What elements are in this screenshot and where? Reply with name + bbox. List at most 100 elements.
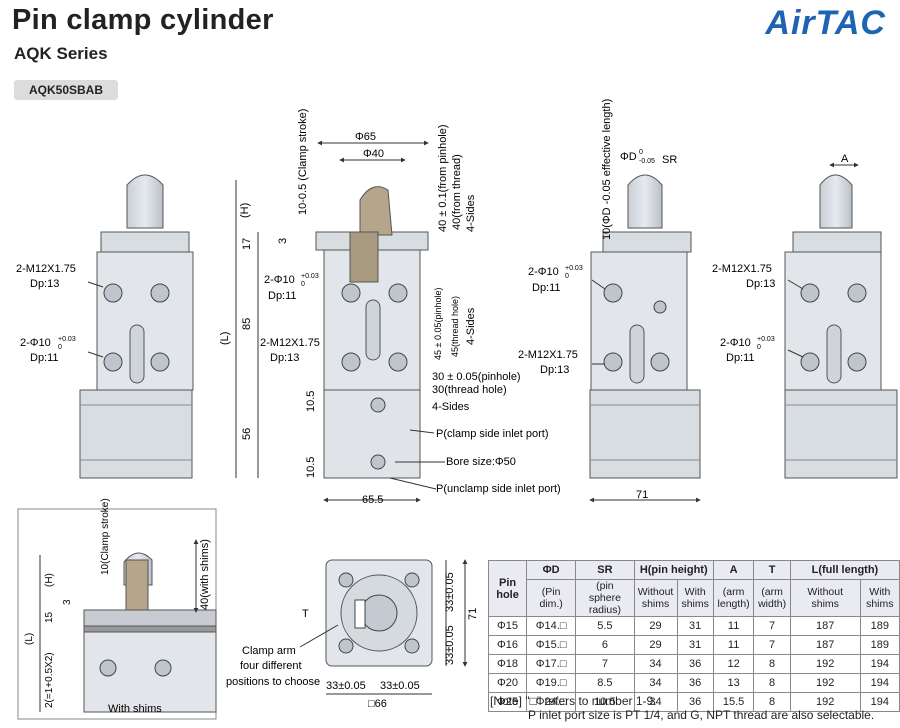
cell: 6 [575, 635, 635, 655]
v5-h: (H) [44, 573, 55, 587]
v2-p-clamp: P(clamp side inlet port) [436, 428, 549, 440]
cell: Φ16 [487, 635, 528, 655]
th-t: T [753, 560, 791, 580]
cell: 187 [789, 635, 861, 655]
cell: 29 [633, 635, 678, 655]
th-h-without: Without shims [633, 579, 678, 617]
v2-p-unclamp: P(unclamp side inlet port) [436, 483, 561, 495]
v6-clamp-note3: positions to choose [226, 676, 320, 688]
v6-clamp-note1: Clamp arm [242, 645, 296, 657]
v4-hole2-dp: Dp:11 [726, 352, 755, 364]
cell: 8 [753, 654, 791, 674]
cell: 194 [859, 673, 900, 693]
cell: 11 [712, 616, 755, 636]
cell: 36 [676, 673, 714, 693]
cell: 194 [859, 654, 900, 674]
v6-d33d: 33±0.05 [380, 680, 420, 692]
v2-d17: 17 [241, 238, 253, 250]
footnote: [Note] "□" refers to number 1-9. P inlet… [490, 694, 874, 722]
th-l: L(full length) [789, 560, 900, 580]
v3-pind-tol2: -0.05 [639, 158, 655, 165]
v2-d56: 56 [241, 428, 253, 440]
cell: 15.5 [712, 692, 755, 712]
v2-sides4a: 4-Sides [465, 194, 477, 232]
v2-hole2-dp: Dp:13 [270, 352, 299, 364]
cell: 5.5 [575, 616, 635, 636]
th-l-with: With shims [859, 579, 900, 617]
v5-d15: 15 [44, 611, 55, 623]
v2-d105b: 10.5 [305, 457, 317, 478]
v5-stroke: 10(Clamp stroke) [100, 498, 111, 575]
v3-d71: 71 [636, 489, 648, 501]
cell: 31 [676, 635, 714, 655]
v2-sides4c: 4-Sides [432, 401, 470, 413]
v2-h: (H) [239, 203, 251, 218]
cell: Φ19.□ [526, 673, 577, 693]
th-sr: SR [575, 560, 635, 580]
v3-sr: SR [662, 154, 677, 166]
cell: 194 [859, 692, 900, 712]
v3-hole2: 2-M12X1.75 [518, 349, 578, 361]
series-subtitle: AQK Series [14, 44, 108, 63]
v2-hole1-tol: +0.03 [301, 273, 319, 280]
v2-bore: Bore size:Φ50 [446, 456, 516, 468]
cell: 7 [575, 654, 635, 674]
cell: 192 [789, 673, 861, 693]
v2-d655: 65.5 [362, 494, 383, 506]
cell: 7 [753, 616, 791, 636]
v1-top-dp: Dp:13 [30, 278, 59, 290]
cell: 31 [676, 616, 714, 636]
v4-hole1: 2-M12X1.75 [712, 263, 772, 275]
v2-d105a: 10.5 [305, 391, 317, 412]
cell: 10.5 [575, 692, 635, 712]
cell: 187 [789, 616, 861, 636]
th-h-with: With shims [676, 579, 714, 617]
cell: 189 [859, 616, 900, 636]
cell: Φ24.□ [526, 692, 577, 712]
cell: Φ25 [487, 692, 528, 712]
v5-l: (L) [24, 633, 35, 645]
v1-top-label: 2-M12X1.75 [16, 263, 76, 275]
th-sr-sub: (pin sphere radius) [575, 579, 635, 617]
th-l-without: Without shims [789, 579, 861, 617]
v6-t: T [302, 608, 309, 620]
v4-hole1-dp: Dp:13 [746, 278, 775, 290]
th-pin-hole: Pin hole [487, 560, 528, 617]
v3-hole1: 2-Φ10 [528, 266, 559, 278]
cell: 29 [633, 616, 678, 636]
brand-logo: AirTAC [765, 4, 886, 42]
v1-bottom-tol0: 0 [58, 344, 62, 351]
v5-with-shims-v: 40(with shims) [199, 539, 211, 610]
cell: 34 [633, 654, 678, 674]
v6-d33c: 33±0.05 [326, 680, 366, 692]
cell: 8.5 [575, 673, 635, 693]
v2-hole1-tol0: 0 [301, 281, 305, 288]
th-t-sub: (arm width) [753, 579, 791, 617]
note-line1: [Note] "□" refers to number 1-9. [490, 694, 657, 708]
v6-d71: 71 [467, 608, 479, 620]
v3-hole1-dp: Dp:11 [532, 282, 561, 294]
v2-pin40: 40 ± 0.1(from pinhole) [437, 124, 449, 232]
v3-eff: 10(ΦD -0.05 effective length) [601, 99, 613, 240]
v2-pin45: 45 ± 0.05(pinhole) [433, 288, 443, 361]
v3-pind: ΦD [620, 151, 637, 163]
cell: Φ17.□ [526, 654, 577, 674]
v2-hole1: 2-Φ10 [264, 274, 295, 286]
v5-d3: 3 [62, 599, 73, 605]
v3-pind-tol: 0 [639, 149, 643, 156]
view1-front [79, 174, 194, 479]
v2-d40: Φ40 [363, 148, 384, 160]
v2-thr30: 30(thread hole) [432, 384, 507, 396]
model-tag: AQK50SBAB [14, 80, 118, 100]
v2-hole2: 2-M12X1.75 [260, 337, 320, 349]
th-d: ΦD [526, 560, 577, 580]
spec-table: Pin hole ΦD SR H(pin height) A T L(full … [487, 560, 900, 712]
v4-hole2-tol0: 0 [757, 344, 761, 351]
cell: Φ15.□ [526, 635, 577, 655]
v6-d33a: 33±0.05 [444, 572, 456, 612]
view3-front [589, 174, 701, 503]
v4-hole2-tol: +0.03 [757, 336, 775, 343]
th-h: H(pin height) [633, 560, 714, 580]
